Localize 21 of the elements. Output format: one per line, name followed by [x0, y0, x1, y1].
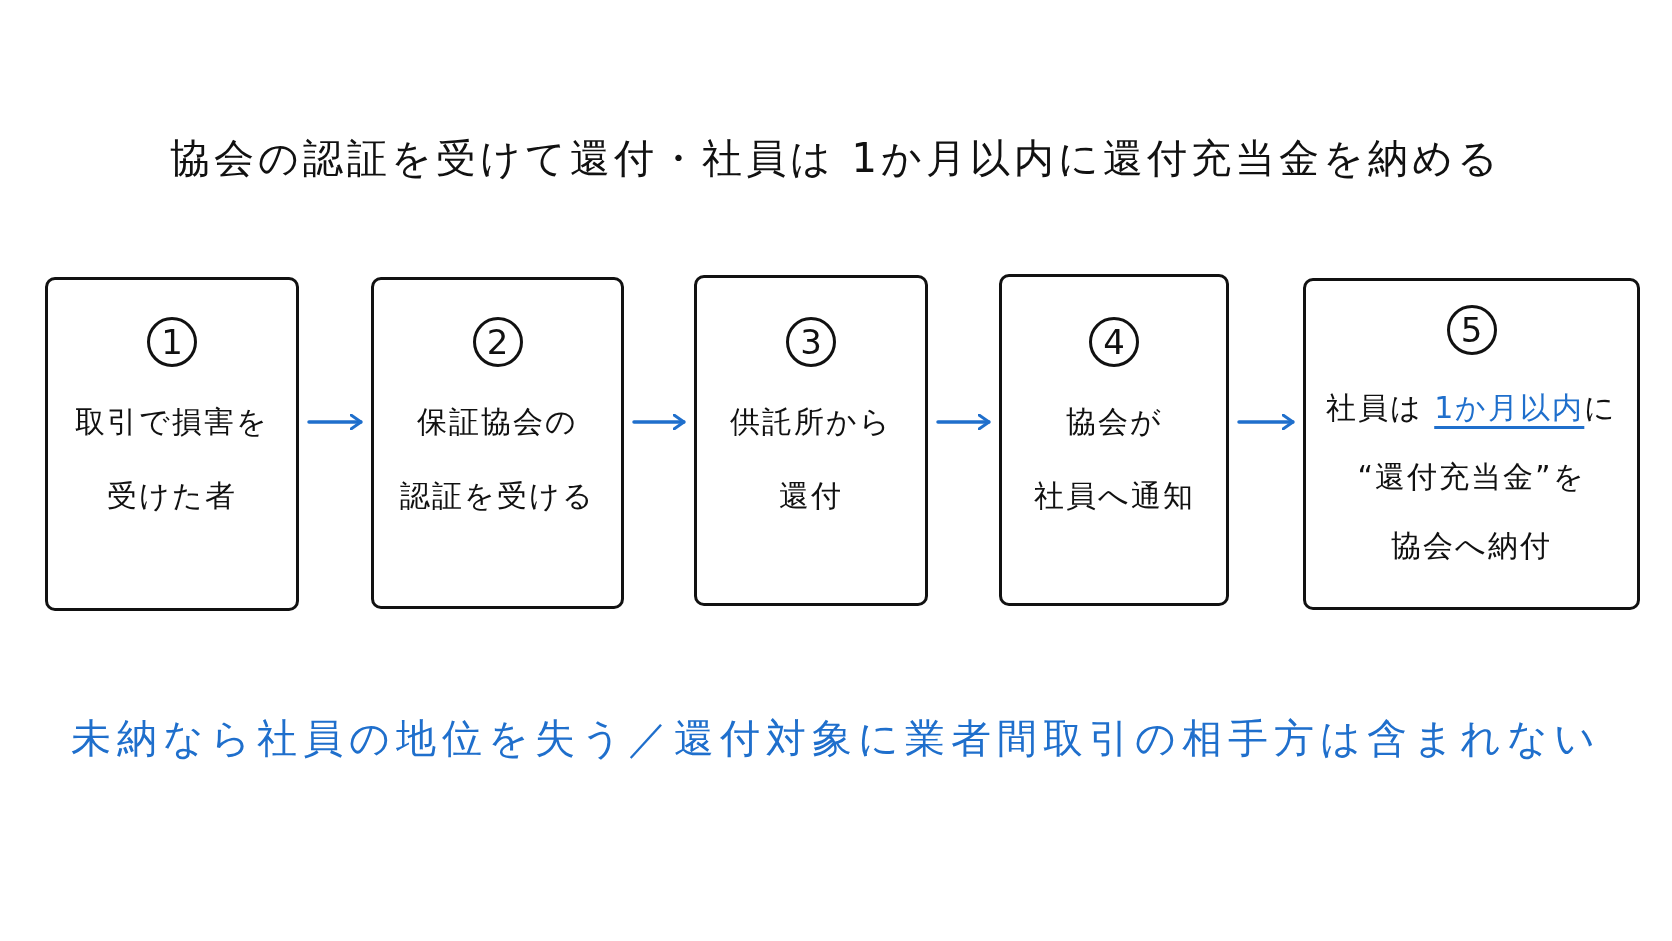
step-number: 4 — [1089, 317, 1139, 367]
step-number: 2 — [472, 317, 523, 367]
arrow — [632, 413, 686, 431]
step-number: 3 — [786, 317, 836, 367]
arrow — [1237, 413, 1295, 431]
step-text: 供託所から還付 — [729, 403, 893, 515]
step-card — [1303, 278, 1640, 610]
note-text: 未納なら社員の地位を失う／還付対象に業者間取引の相手方は含まれない — [70, 714, 1602, 763]
step-card — [694, 275, 928, 606]
step-text: 社員は 1か月以内に“還付充当金”を協会へ納付 — [1324, 389, 1619, 565]
step-card — [45, 277, 299, 611]
step-text: 取引で損害を受けた者 — [74, 403, 270, 515]
step-card — [999, 274, 1229, 606]
step-text: 保証協会の認証を受ける — [399, 403, 596, 515]
step-card — [371, 277, 624, 609]
arrow — [936, 413, 991, 431]
diagram-title: 協会の認証を受けて還付・社員は 1か月以内に還付充当金を納める — [168, 134, 1504, 183]
step-number: 1 — [147, 317, 197, 367]
step-text: 協会が社員へ通知 — [1032, 403, 1196, 515]
step-number: 5 — [1446, 305, 1497, 355]
arrow — [307, 413, 363, 431]
